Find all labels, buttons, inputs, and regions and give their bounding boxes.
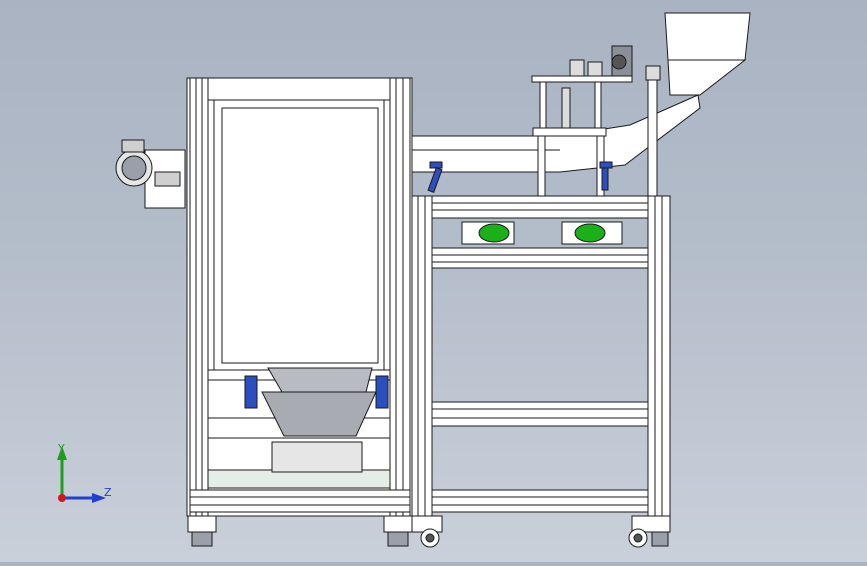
discharge-hopper	[244, 367, 389, 473]
feed-hopper	[664, 12, 751, 96]
left-motor	[115, 139, 186, 209]
z-axis-label: Z	[104, 486, 112, 499]
casters	[187, 515, 671, 548]
coordinate-triad: Y Z	[52, 440, 122, 510]
main-frame-right	[411, 195, 671, 517]
green-rollers	[461, 221, 623, 245]
y-axis-label: Y	[58, 442, 65, 455]
blue-valves	[427, 161, 613, 193]
